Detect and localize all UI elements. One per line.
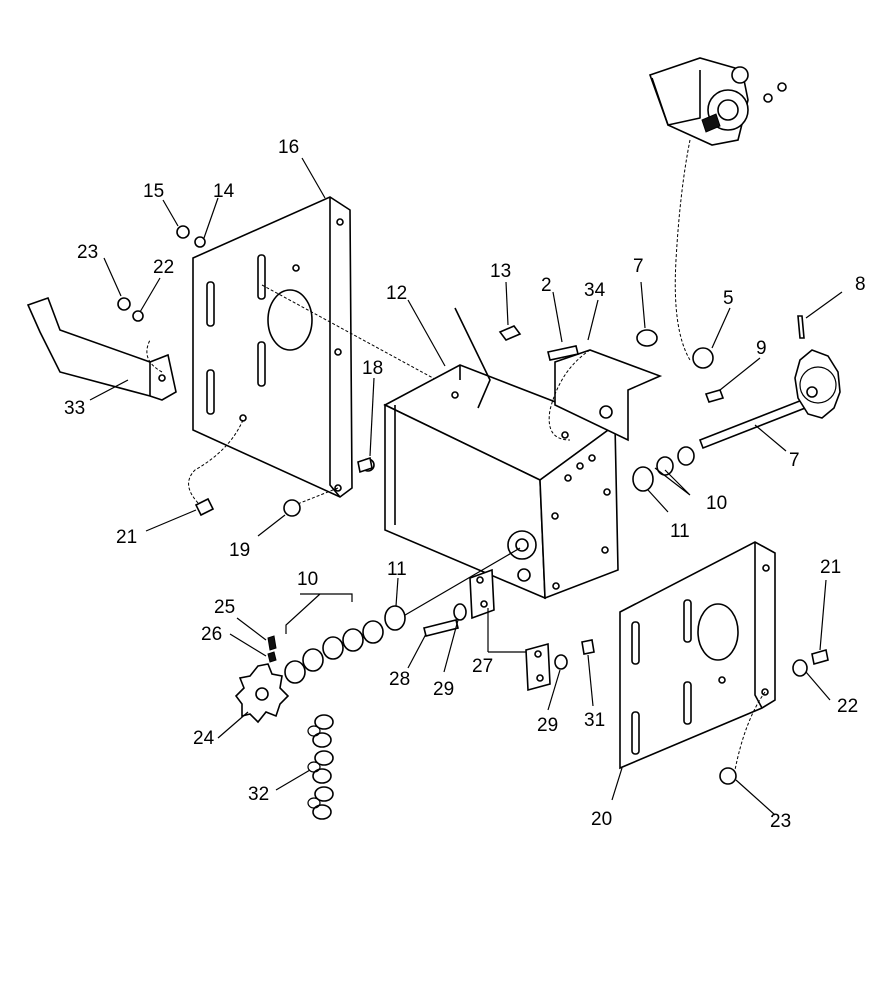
callout-16: 16: [278, 137, 299, 158]
nut-23-right: [719, 767, 737, 785]
bearing-11-right: [632, 466, 654, 492]
callout-10-right: 10: [706, 493, 727, 514]
washer-22-right: [792, 659, 808, 677]
callout-33: 33: [64, 398, 85, 419]
callout-13: 13: [490, 261, 511, 282]
callout-11-left: 11: [387, 559, 407, 580]
motor-unit: [648, 57, 787, 361]
callout-21-right: 21: [820, 557, 841, 578]
callout-12: 12: [386, 283, 407, 304]
callout-8: 8: [855, 274, 866, 295]
callout-11-right: 11: [670, 521, 690, 542]
callout-27: 27: [472, 656, 493, 677]
screw-21-right: [811, 648, 829, 666]
alignment-line: [294, 487, 339, 506]
washer-10-right: [677, 446, 695, 466]
bushing-5: [692, 347, 714, 369]
callout-24: 24: [193, 728, 215, 749]
alignment-line: [188, 419, 244, 506]
sprocket-hub: [255, 687, 269, 701]
bolt-18-shank: [357, 456, 373, 474]
callout-20: 20: [591, 809, 612, 830]
callout-29-lower: 29: [537, 715, 558, 736]
callout-18: 18: [362, 358, 383, 379]
bolt-2: [547, 345, 579, 361]
alignment-line: [261, 284, 456, 391]
set-screw-26: [267, 651, 277, 663]
set-screw-25: [267, 635, 277, 651]
housing-12: [383, 307, 619, 600]
shaft-7-gear: [698, 349, 841, 450]
screw-21-left: [194, 497, 215, 517]
callout-9: 9: [756, 338, 767, 359]
callout-7: 7: [633, 256, 644, 277]
pin-8: [797, 315, 805, 339]
tensioner-plate-lower: [525, 642, 551, 692]
bracket-33: [26, 296, 177, 401]
washer-7: [636, 329, 658, 347]
callout-28: 28: [389, 669, 410, 690]
washer-29-lower: [554, 654, 568, 670]
shaft-center-line: [399, 547, 521, 619]
callout-25: 25: [214, 597, 235, 618]
nut-19: [283, 499, 301, 517]
nut-31: [581, 639, 595, 655]
washer-22-left: [132, 310, 144, 322]
plate-20: [619, 541, 776, 771]
leader-lines: [89, 157, 843, 816]
washers-10-left: [284, 620, 384, 684]
nut-15: [176, 225, 190, 239]
callout-labels: 16 15 14 23 22 33 13 12 2 34 7 5 8 9 7 1…: [64, 137, 866, 832]
callout-34: 34: [584, 280, 606, 301]
plate-16: [192, 196, 353, 498]
nut-23-left: [117, 297, 131, 311]
key-9: [704, 389, 725, 403]
callout-23-right: 23: [770, 811, 791, 832]
callout-23: 23: [77, 242, 98, 263]
callout-15: 15: [143, 181, 164, 202]
callout-22: 22: [153, 257, 174, 278]
callout-21-left: 21: [116, 527, 137, 548]
cover-34: [548, 349, 663, 442]
screw-13: [498, 325, 522, 341]
callout-32: 32: [248, 784, 269, 805]
callout-10-left: 10: [297, 569, 318, 590]
callout-19: 19: [229, 540, 250, 561]
bearing-11-left: [384, 605, 406, 631]
chain-32: [307, 714, 334, 820]
washer-29: [453, 603, 467, 621]
callout-5: 5: [723, 288, 734, 309]
washer-14: [194, 236, 206, 248]
callout-29-upper: 29: [433, 679, 454, 700]
tensioner-plate-upper: [469, 568, 495, 620]
callout-7-shaft: 7: [789, 450, 800, 471]
bolt-28: [423, 619, 459, 637]
callout-14: 14: [213, 181, 235, 202]
callout-2: 2: [541, 275, 552, 296]
washer-10-right: [656, 456, 674, 476]
callout-31: 31: [584, 710, 605, 731]
callout-22-right: 22: [837, 696, 858, 717]
callout-26: 26: [201, 624, 222, 645]
